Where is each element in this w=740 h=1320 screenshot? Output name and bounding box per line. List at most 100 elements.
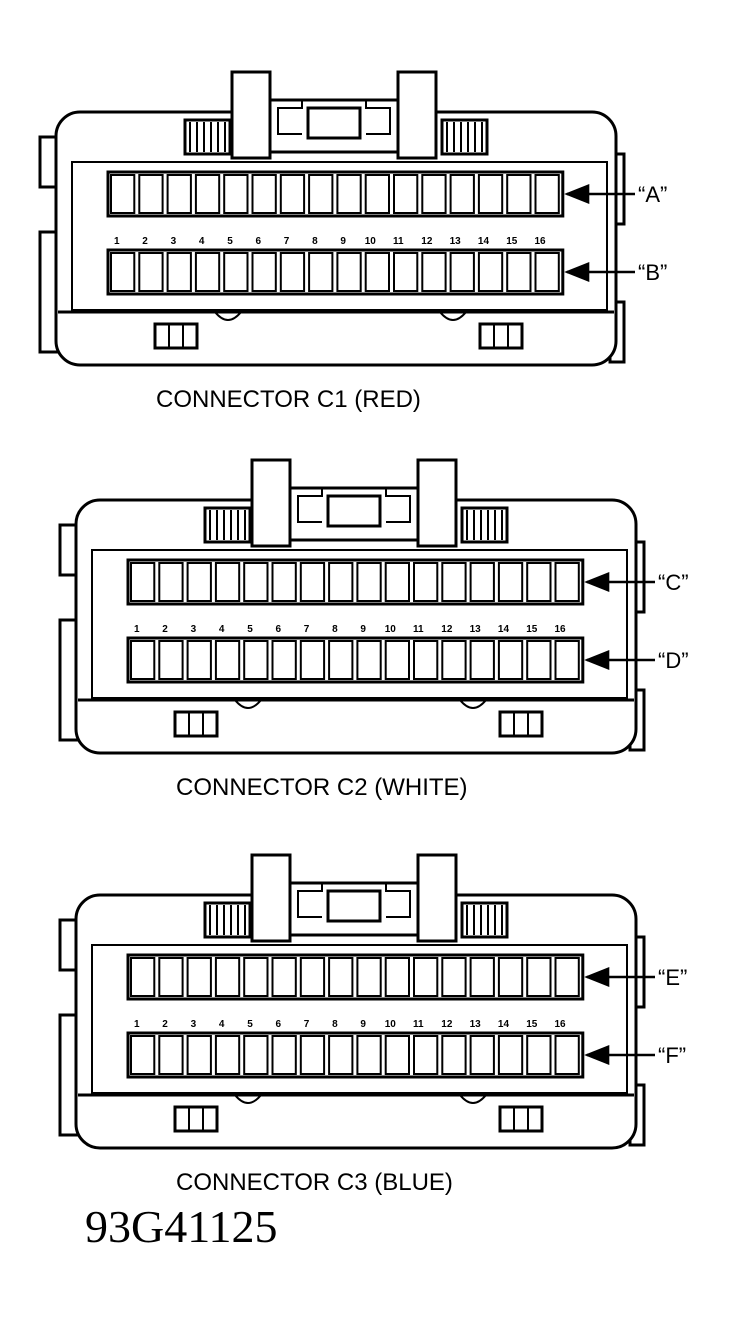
pin-cavity bbox=[384, 562, 411, 602]
pin-number: 12 bbox=[441, 624, 453, 635]
pin-cavity bbox=[166, 174, 192, 214]
pin-cavity bbox=[299, 957, 326, 997]
row-label: “E” bbox=[658, 965, 687, 990]
pin-cavity bbox=[477, 252, 504, 292]
pin-number: 1 bbox=[114, 236, 120, 247]
notch-left bbox=[234, 699, 262, 709]
pin-number: 11 bbox=[413, 1019, 424, 1030]
pin-number: 11 bbox=[413, 624, 424, 635]
pin-cavity bbox=[441, 562, 467, 602]
pin-cavity bbox=[130, 640, 156, 680]
pin-cavity bbox=[271, 1035, 297, 1075]
pin-cavity bbox=[299, 640, 326, 680]
pin-cavity bbox=[138, 174, 164, 214]
pin-cavity bbox=[356, 957, 382, 997]
pin-cavity bbox=[251, 174, 277, 214]
pin-cavity bbox=[243, 957, 269, 997]
pin-cavity bbox=[130, 1035, 156, 1075]
pin-cavity bbox=[328, 1035, 354, 1075]
pin-cavity bbox=[243, 562, 269, 602]
pin-cavity bbox=[497, 1035, 524, 1075]
pin-cavity bbox=[158, 1035, 184, 1075]
pin-cavity bbox=[469, 1035, 495, 1075]
pin-number: 10 bbox=[385, 624, 397, 635]
latch-arm-left bbox=[270, 99, 303, 135]
pin-cavity bbox=[308, 252, 334, 292]
pin-cavity bbox=[328, 640, 354, 680]
pin-cavity bbox=[271, 957, 297, 997]
pin-cavity bbox=[158, 957, 184, 997]
pin-cavity bbox=[214, 957, 241, 997]
pin-number: 6 bbox=[276, 624, 282, 635]
pin-cavity bbox=[223, 252, 249, 292]
latch-window bbox=[326, 494, 382, 528]
pin-cavity bbox=[328, 562, 354, 602]
connector-caption: CONNECTOR C2 (WHITE) bbox=[176, 774, 468, 801]
pin-cavity bbox=[384, 957, 411, 997]
latch-arm-left bbox=[290, 882, 323, 918]
pin-number: 8 bbox=[332, 1019, 338, 1030]
latch-post-right bbox=[416, 853, 458, 943]
pin-cavity-frame bbox=[71, 161, 608, 311]
pin-cavity bbox=[194, 174, 221, 214]
pin-cavity bbox=[393, 174, 419, 214]
pin-number: 3 bbox=[191, 1019, 197, 1030]
latch-window bbox=[306, 106, 362, 140]
notch-left bbox=[234, 1094, 262, 1104]
row-label: “B” bbox=[638, 260, 667, 285]
pin-number: 16 bbox=[555, 624, 567, 635]
pin-cavity bbox=[497, 562, 524, 602]
connector-caption: CONNECTOR C3 (BLUE) bbox=[176, 1169, 453, 1196]
row-label: “A” bbox=[638, 182, 667, 207]
pin-number: 8 bbox=[332, 624, 338, 635]
pin-number: 9 bbox=[360, 1019, 366, 1030]
pin-cavity bbox=[441, 640, 467, 680]
pin-number: 13 bbox=[470, 1019, 482, 1030]
pin-cavity bbox=[449, 174, 475, 214]
pin-cavity bbox=[413, 640, 439, 680]
pin-number: 13 bbox=[450, 236, 462, 247]
latch-arm-right bbox=[385, 487, 418, 523]
pin-cavity bbox=[554, 957, 580, 997]
pin-cavity bbox=[336, 252, 362, 292]
pin-cavity bbox=[186, 957, 212, 997]
pin-cavity bbox=[223, 174, 249, 214]
pin-cavity bbox=[279, 252, 306, 292]
pin-cavity bbox=[356, 1035, 382, 1075]
rib-block-left bbox=[203, 901, 252, 939]
pin-number: 4 bbox=[219, 1019, 225, 1030]
row-label: “D” bbox=[658, 648, 689, 673]
pin-number: 1 bbox=[134, 1019, 140, 1030]
pin-number: 9 bbox=[340, 236, 346, 247]
rib-block-right bbox=[440, 118, 489, 156]
pin-number: 10 bbox=[385, 1019, 397, 1030]
pin-cavity bbox=[138, 252, 164, 292]
rib-block-right bbox=[460, 901, 509, 939]
pin-cavity bbox=[243, 1035, 269, 1075]
pin-cavity bbox=[384, 640, 411, 680]
pin-cavity bbox=[413, 957, 439, 997]
pin-cavity bbox=[271, 562, 297, 602]
pin-number: 1 bbox=[134, 624, 140, 635]
pin-cavity bbox=[526, 640, 552, 680]
pin-cavity bbox=[186, 562, 212, 602]
pin-cavity bbox=[393, 252, 419, 292]
pin-number: 2 bbox=[162, 624, 168, 635]
pin-cavity bbox=[413, 562, 439, 602]
pin-cavity bbox=[364, 252, 391, 292]
pin-number: 7 bbox=[304, 1019, 310, 1030]
lock-window-1 bbox=[173, 1105, 219, 1133]
notch-left bbox=[214, 311, 242, 321]
latch-post-left bbox=[230, 70, 272, 160]
pin-cavity bbox=[441, 957, 467, 997]
pin-number: 4 bbox=[219, 624, 225, 635]
pin-cavity bbox=[130, 562, 156, 602]
pin-cavity bbox=[364, 174, 391, 214]
pin-cavity bbox=[110, 252, 136, 292]
pin-cavity bbox=[243, 640, 269, 680]
pin-number: 2 bbox=[162, 1019, 168, 1030]
pin-number: 7 bbox=[304, 624, 310, 635]
